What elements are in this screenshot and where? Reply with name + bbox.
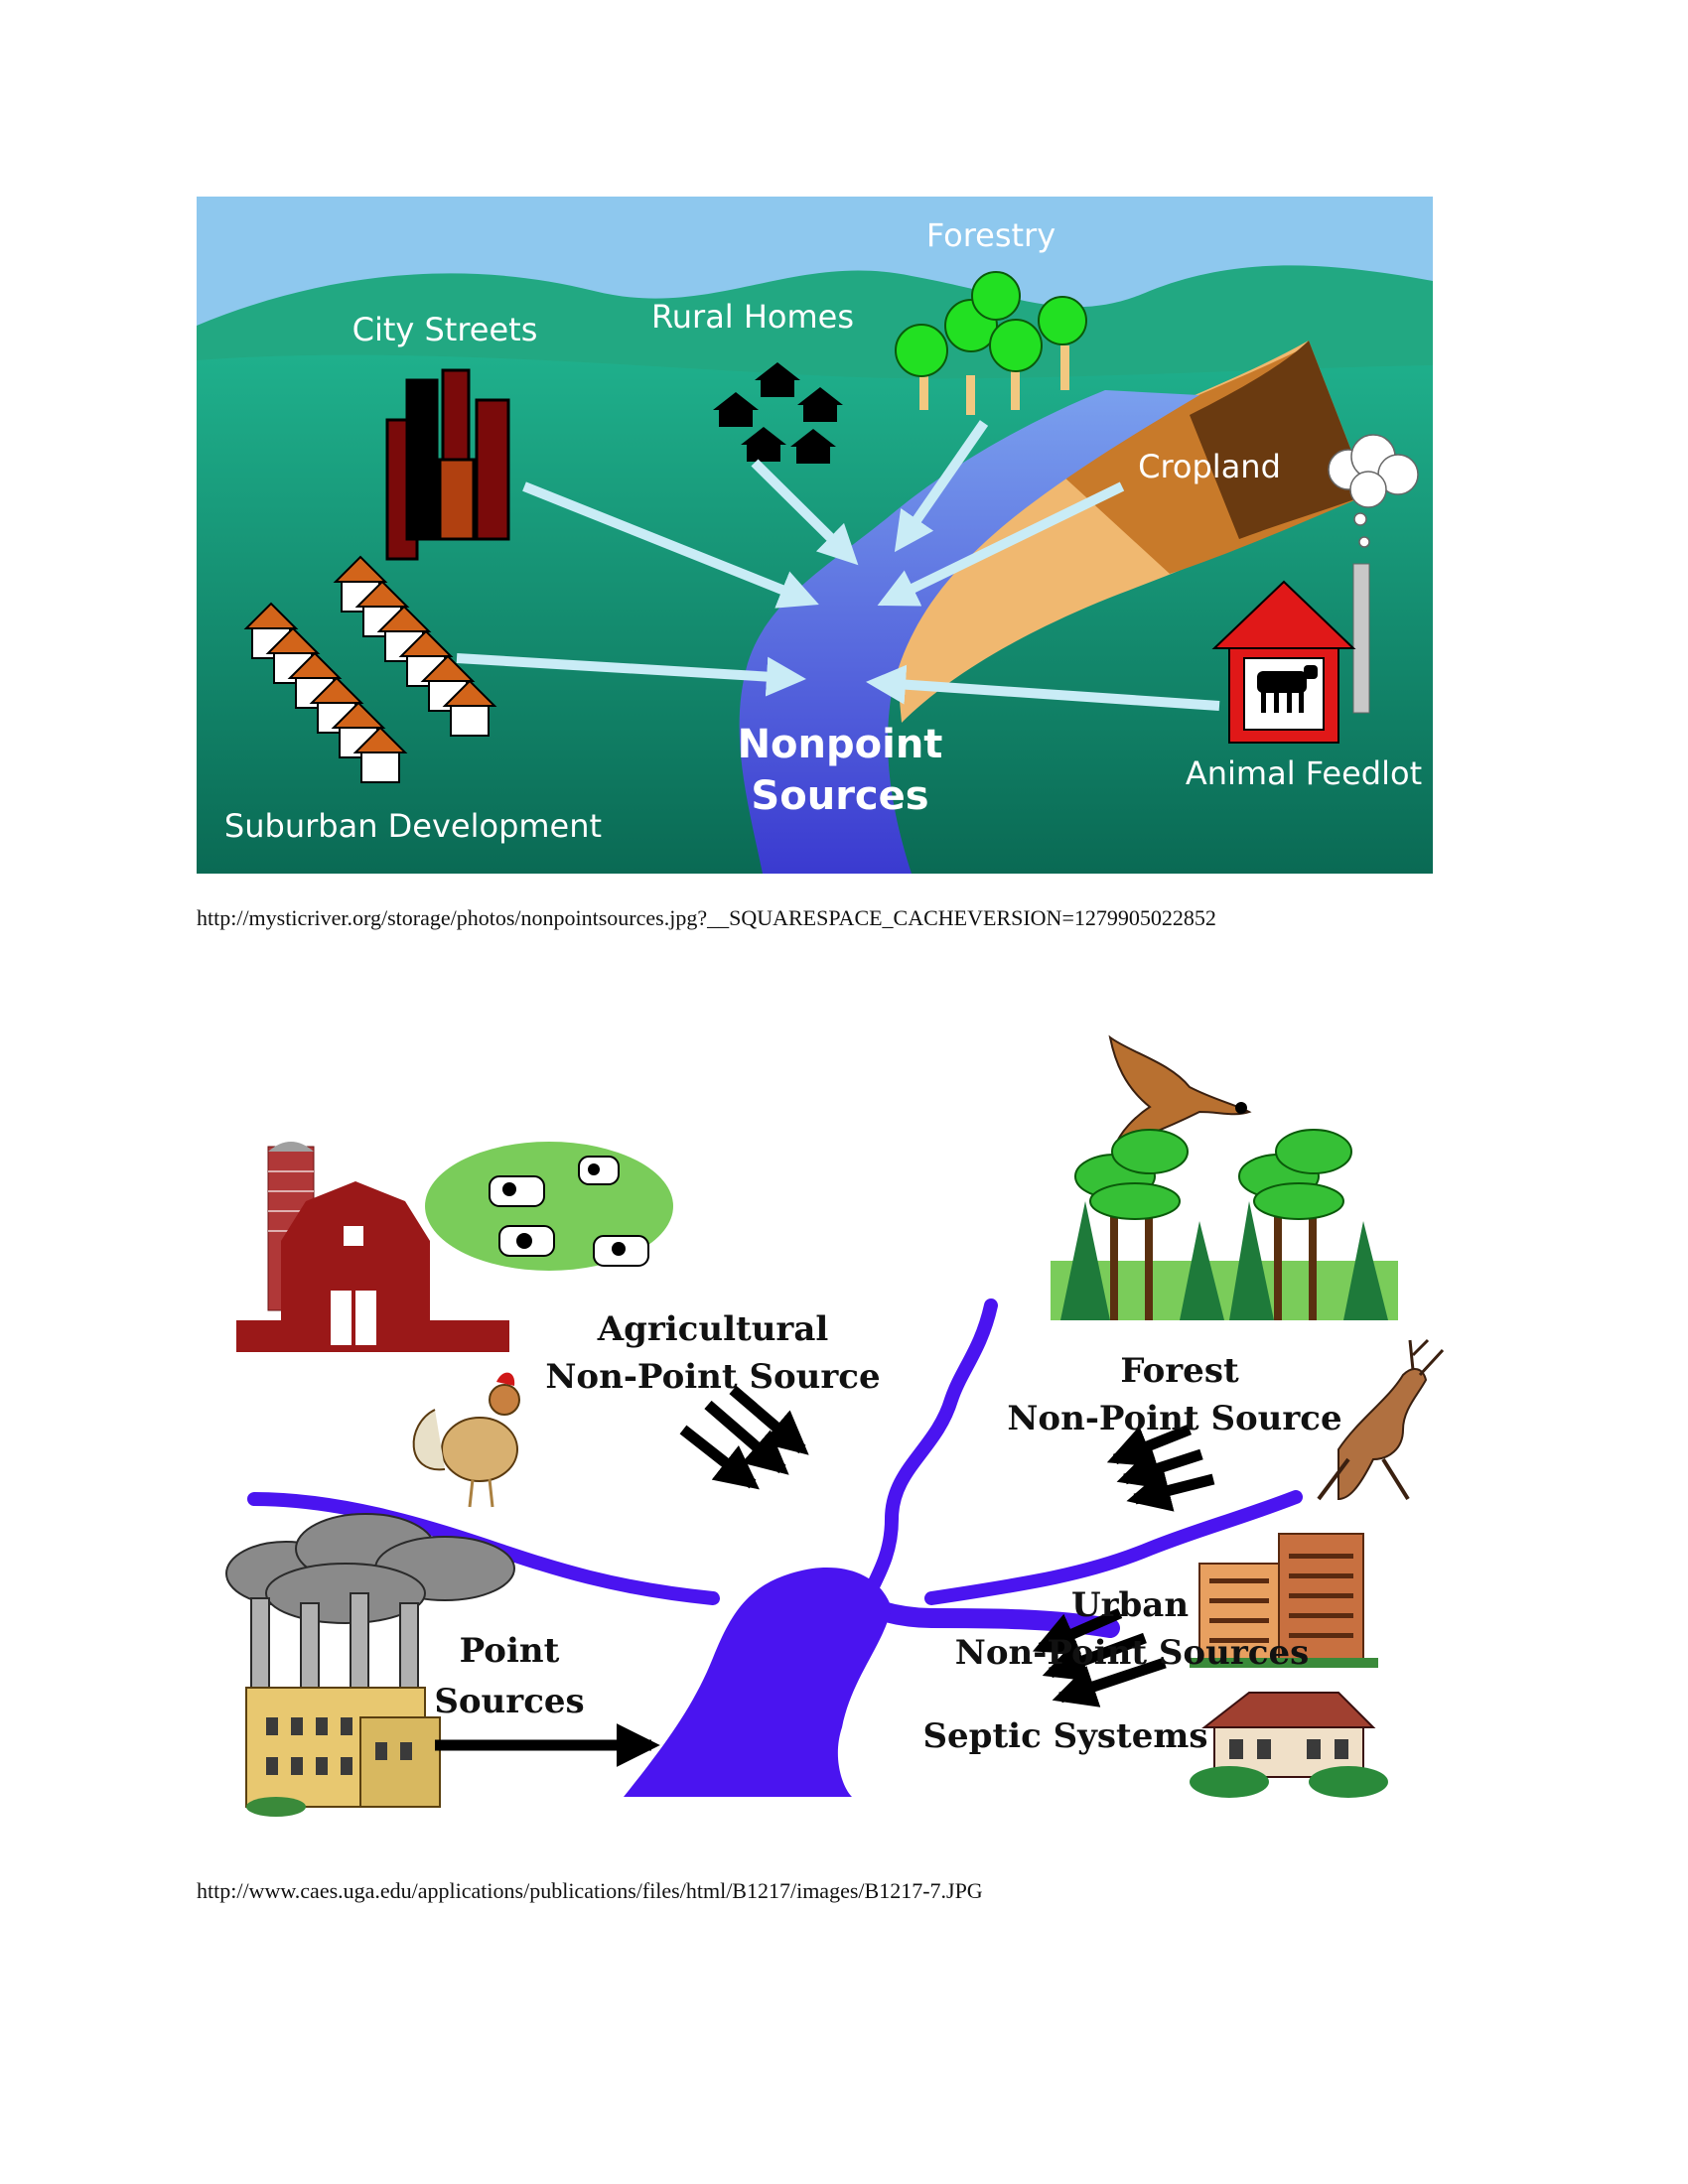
label-agricultural-nps: Non-Point Source (545, 1357, 880, 1397)
label-urban: Urban (1071, 1585, 1189, 1625)
label-city-streets: City Streets (352, 311, 538, 348)
rooster-icon (412, 1372, 520, 1508)
city-buildings-icon (385, 368, 510, 561)
cropland-field-dark (1190, 341, 1368, 539)
label-forest-nps: Non-Point Source (1007, 1399, 1341, 1438)
label-septic-systems: Septic Systems (922, 1716, 1207, 1756)
nonpoint-sources-diagram: Forestry City Streets Rural Homes Cropla… (197, 197, 1433, 874)
barn-icon (1211, 434, 1419, 744)
point-nonpoint-sources-diagram: Agricultural Non-Point Source Forest Non… (225, 1034, 1445, 1817)
label-point-sources: Sources (434, 1682, 584, 1721)
flow-arrows (435, 1385, 1215, 1767)
deer-icon (1317, 1338, 1445, 1501)
label-sources: Sources (751, 773, 928, 819)
label-agricultural: Agricultural (597, 1309, 829, 1349)
goose-icon (1108, 1034, 1252, 1149)
urban-building-icon (1190, 1533, 1378, 1668)
source-url-1: http://mysticriver.org/storage/photos/no… (197, 905, 1216, 930)
label-point: Point (460, 1631, 560, 1671)
cows-icon (425, 1142, 673, 1271)
suburban-houses-icon (243, 555, 497, 783)
label-suburban-development: Suburban Development (224, 807, 602, 845)
septic-house-icon (1190, 1692, 1388, 1798)
label-forestry: Forestry (926, 216, 1055, 254)
label-forest: Forest (1120, 1351, 1239, 1391)
label-rural-homes: Rural Homes (651, 298, 854, 336)
river (739, 390, 1199, 874)
barn-silo-icon (236, 1142, 509, 1352)
label-urban-nps: Non-Point Sources (955, 1633, 1309, 1673)
label-nonpoint: Nonpoint (738, 722, 943, 767)
forest-icon (1051, 1129, 1398, 1320)
river-trunk (624, 1568, 892, 1797)
flow-arrows (456, 420, 1220, 711)
factory-icon (225, 1513, 515, 1817)
source-url-2: http://www.caes.uga.edu/applications/pub… (197, 1878, 983, 1903)
rural-homes-icon (713, 362, 843, 464)
label-cropland: Cropland (1138, 448, 1281, 485)
smoke-cloud (1328, 434, 1419, 548)
cow-icon (1257, 665, 1318, 713)
label-animal-feedlot: Animal Feedlot (1186, 754, 1422, 792)
forestry-trees (895, 271, 1087, 415)
